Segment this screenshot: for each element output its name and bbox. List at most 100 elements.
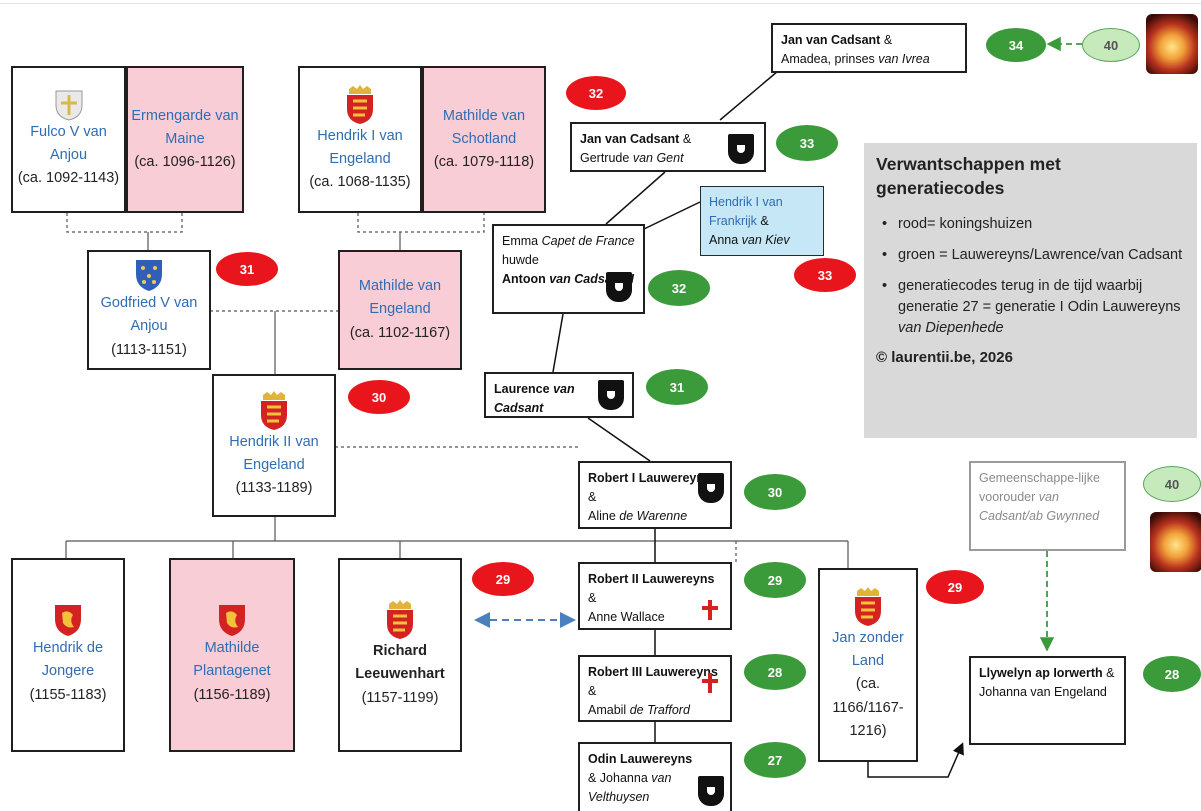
richard-box: Richard Leeuwenhart (1157-1199) <box>338 558 462 752</box>
legend-list: rood= koningshuizen groen = Lauwereyns/L… <box>876 214 1185 339</box>
fulco-name: Fulco V van Anjou <box>30 123 107 163</box>
jan-zonder-land-box: Jan zonder Land (ca. 1166/1167-1216) <box>818 568 918 762</box>
gemeenschappelijk-house: van Cadsant/ab Gwynned <box>979 489 1100 523</box>
jan-amadea-name: Jan van Cadsant <box>781 33 881 47</box>
mathilde-plantagenet-name: Mathilde Plantagenet <box>193 640 271 680</box>
fulco-box: Fulco V van Anjou (ca. 1092-1143) <box>11 66 126 213</box>
gemeenschappelijk-text: Gemeenschappe-lijke voorouder <box>979 471 1100 504</box>
copyright: © laurentii.be, 2026 <box>876 349 1013 367</box>
hendrik1-dates: (ca. 1068-1135) <box>309 174 411 191</box>
robert1-name: Robert I Lauwereyns <box>588 471 711 485</box>
lions-crest-icon <box>855 587 881 627</box>
amp-text: & <box>880 33 893 47</box>
lions-crest-icon <box>347 84 373 124</box>
legend-item: groen = Lauwereyns/Lawrence/van Cadsant <box>876 245 1185 266</box>
top-divider <box>0 3 1201 4</box>
jan-amadea-spouse-origin: van Ivrea <box>878 51 930 66</box>
robert2-name: Robert II Lauwereyns <box>588 572 715 586</box>
robert1-spouse-house: de Warenne <box>619 508 688 523</box>
robert3-name: Robert III Lauwereyns <box>588 665 718 679</box>
richard-name: Richard Leeuwenhart <box>355 643 445 683</box>
legend-panel: Verwantschappen met generatiecodes rood=… <box>864 143 1197 438</box>
generation-code-red: 30 <box>348 380 410 414</box>
hendrik-frankrijk-spouse-origin: van Kiev <box>741 232 790 247</box>
jan-gertrude-spouse: Gertrude <box>580 150 633 165</box>
laurence-name: Laurence <box>494 382 554 396</box>
hendrik-jongere-box: Hendrik de Jongere (1155-1183) <box>11 558 125 752</box>
llywelyn-spouse: Johanna van Engeland <box>979 684 1107 699</box>
lion-crest-icon <box>55 605 81 637</box>
hendrik-frankrijk-spouse: Anna <box>709 232 742 247</box>
ermengarde-dates: (ca. 1096-1126) <box>134 154 236 171</box>
llywelyn-name: Llywelyn ap Iorwerth <box>979 666 1103 680</box>
generation-code-red: 29 <box>472 562 534 596</box>
godfried-box: Godfried V van Anjou (1113-1151) <box>87 250 211 370</box>
robert3-box: Robert III Lauwereyns & Amabil de Traffo… <box>578 655 732 722</box>
cross-crest-icon <box>55 90 82 121</box>
mathilde-schotland-name: Mathilde van Schotland <box>442 107 526 147</box>
richard-dates: (1157-1199) <box>361 689 439 706</box>
odin-name: Odin Lauwereyns <box>588 752 693 766</box>
black-shield-icon <box>606 272 632 302</box>
amp-text: & <box>588 683 597 698</box>
amp-text: & <box>588 590 597 605</box>
mathilde-plantagenet-dates: (1156-1189) <box>193 686 271 703</box>
jan-zonder-land-name: Jan zonder Land <box>832 630 904 670</box>
legend-item: rood= koningshuizen <box>876 214 1185 235</box>
generation-code-red: 31 <box>216 252 278 286</box>
generation-code-green: 31 <box>646 369 708 405</box>
legend-item-italic: van Diepenhede <box>898 320 1004 337</box>
generation-code-light: 40 <box>1082 28 1140 62</box>
legend-item: generatiecodes terug in de tijd waarbij … <box>876 276 1185 339</box>
lions-crest-icon <box>261 390 287 430</box>
mathilde-schotland-dates: (ca. 1079-1118) <box>433 154 535 171</box>
mathilde-schotland-box: Mathilde van Schotland (ca. 1079-1118) <box>422 66 546 213</box>
mathilde-plantagenet-box: Mathilde Plantagenet (1156-1189) <box>169 558 295 752</box>
jan-gertrude-name: Jan van Cadsant <box>580 132 680 146</box>
generation-code-light: 40 <box>1143 466 1201 502</box>
jan-amadea-box: Jan van Cadsant & Amadea, prinses van Iv… <box>771 23 967 73</box>
lion-crest-icon <box>219 605 245 637</box>
legend-item-text: generatiecodes terug in de tijd waarbij … <box>898 278 1181 316</box>
mathilde-engeland-box: Mathilde van Engeland (ca. 1102-1167) <box>338 250 462 370</box>
jan-gertrude-spouse-origin: van Gent <box>632 150 684 165</box>
laurence-box: Laurence van Cadsant <box>484 372 634 418</box>
hendrik1-box: Hendrik I van Engeland (ca. 1068-1135) <box>298 66 422 213</box>
generation-code-green: 27 <box>744 742 806 778</box>
generation-code-green: 32 <box>648 270 710 306</box>
amp-text: & <box>679 132 692 146</box>
huwde-text: huwde <box>502 252 539 267</box>
legend-title: Verwantschappen met generatiecodes <box>876 154 1061 198</box>
robert3-spouse-house: de Trafford <box>629 702 690 717</box>
fleur-de-lis-crest-icon <box>136 260 162 292</box>
jan-gertrude-box: Jan van Cadsant & Gertrude van Gent <box>570 122 766 172</box>
black-shield-icon <box>598 380 624 410</box>
lions-crest-icon <box>387 600 413 640</box>
robert3-spouse: Amabil <box>588 702 630 717</box>
heart-sun-image <box>1146 14 1198 74</box>
amp-text: & <box>756 213 769 228</box>
odin-box: Odin Lauwereyns & Johanna van Velthuysen <box>578 742 732 811</box>
hendrik-jongere-dates: (1155-1183) <box>29 686 107 703</box>
hendrik-frankrijk-box: Hendrik I van Frankrijk & Anna van Kiev <box>700 186 824 256</box>
generation-code-green: 28 <box>744 654 806 690</box>
hendrik-frankrijk-name: Hendrik I van Frankrijk <box>709 195 783 228</box>
robert1-box: Robert I Lauwereyns & Aline de Warenne <box>578 461 732 529</box>
hendrik1-name: Hendrik I van Engeland <box>317 127 403 167</box>
generation-code-green: 33 <box>776 125 838 161</box>
generation-code-green: 34 <box>986 28 1046 62</box>
jan-amadea-spouse: Amadea, prinses <box>781 51 879 66</box>
robert1-spouse: Aline <box>588 508 620 523</box>
generation-code-green: 28 <box>1143 656 1201 692</box>
godfried-dates: (1113-1151) <box>111 341 187 358</box>
antoon-name: Antoon <box>502 271 550 286</box>
mathilde-engeland-name: Mathilde van Engeland <box>358 278 442 318</box>
generation-code-green: 30 <box>744 474 806 510</box>
godfried-name: Godfried V van Anjou <box>100 295 198 335</box>
black-shield-icon <box>698 776 724 806</box>
mathilde-engeland-dates: (ca. 1102-1167) <box>349 324 451 341</box>
generation-code-red: 32 <box>566 76 626 110</box>
black-shield-icon <box>728 134 754 164</box>
gemeenschappelijk-box: Gemeenschappe-lijke voorouder van Cadsan… <box>969 461 1126 551</box>
fulco-dates: (ca. 1092-1143) <box>17 170 120 187</box>
